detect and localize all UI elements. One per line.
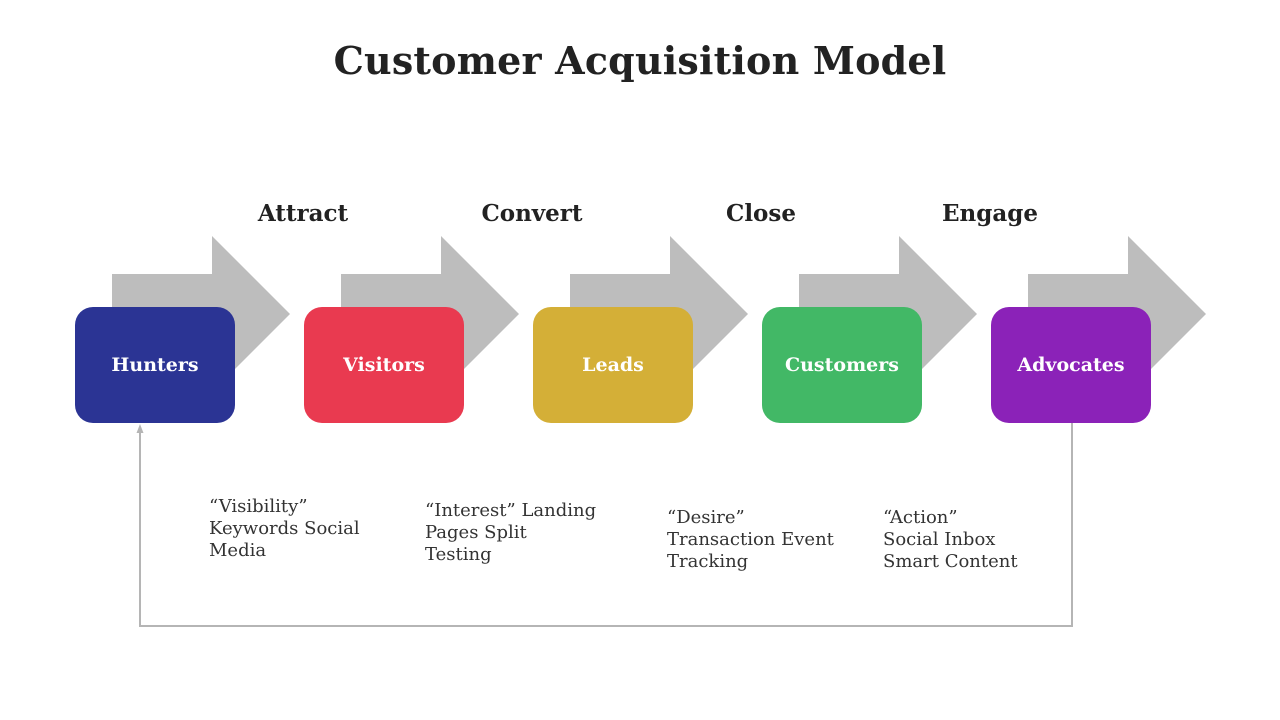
description-interest: “Interest” Landing Pages Split Testing [425, 500, 597, 565]
description-visibility: “Visibility” Keywords Social Media [209, 496, 360, 561]
page-title: Customer Acquisition Model [333, 38, 947, 83]
stage-label-attract: Attract [257, 200, 349, 227]
description-action: “Action” Social Inbox Smart Content [883, 507, 1018, 572]
stage-label-convert: Convert [481, 200, 583, 227]
stage-label-engage: Engage [942, 200, 1038, 227]
stage-box-advocates: Advocates [991, 307, 1151, 423]
stage-box-customers: Customers [762, 307, 922, 423]
arrowhead-icon [136, 424, 144, 433]
description-desire: “Desire” Transaction Event Tracking [667, 507, 834, 572]
stage-box-hunters: Hunters [75, 307, 235, 423]
stage-box-leads: Leads [533, 307, 693, 423]
stage-box-visitors: Visitors [304, 307, 464, 423]
stage-label-close: Close [726, 200, 796, 227]
